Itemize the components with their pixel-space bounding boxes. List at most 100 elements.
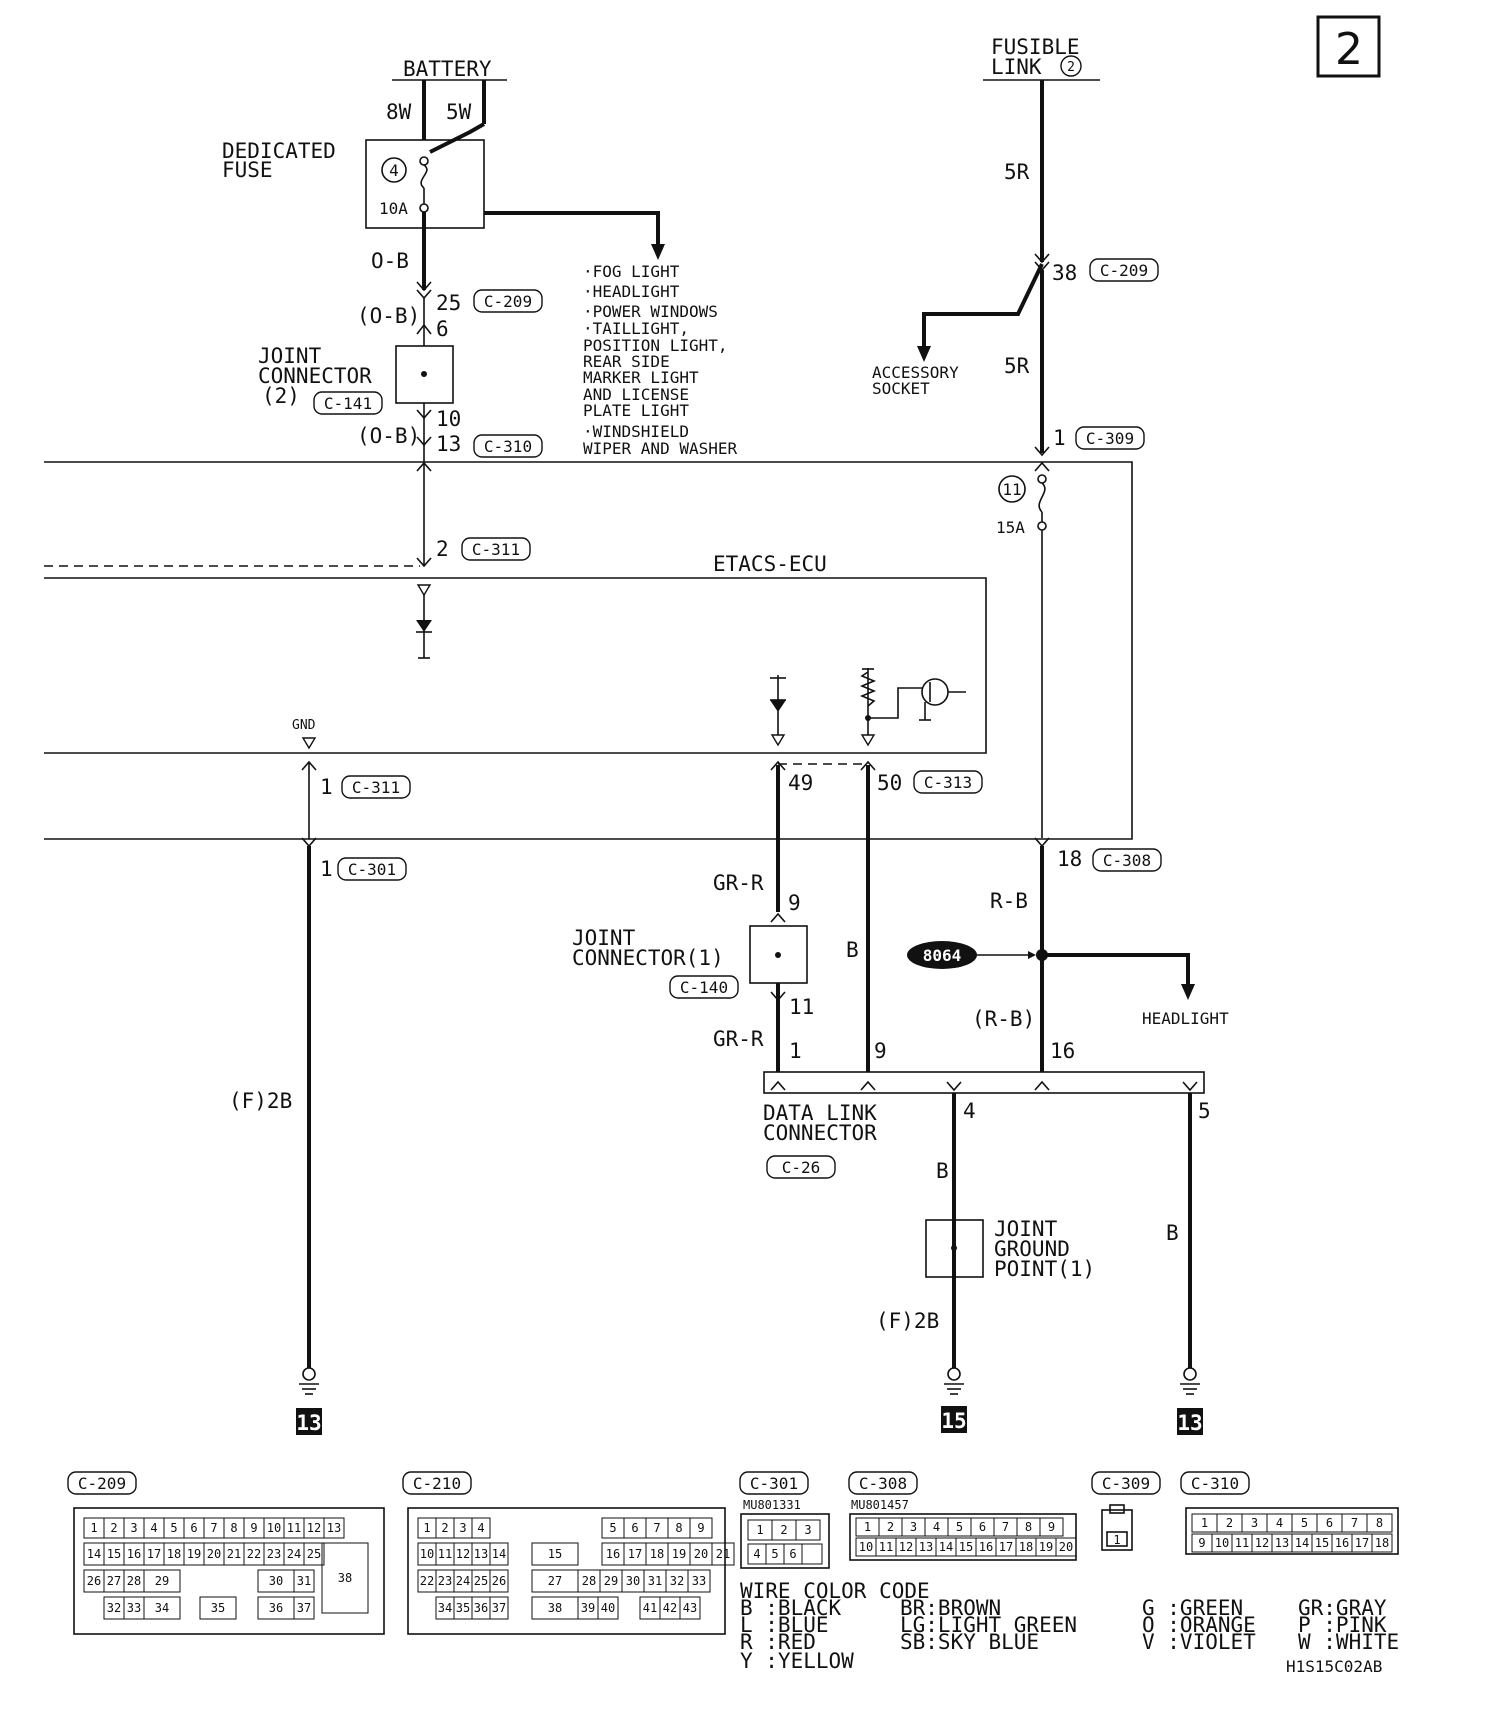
dlc-pin-5-mark <box>1182 1081 1198 1092</box>
conn-c311-b: C-311 <box>352 778 400 797</box>
connector-pin-label: 8 <box>1025 1520 1032 1534</box>
connector-pin-label: 6 <box>979 1520 986 1534</box>
connector-pin-cell <box>323 1517 345 1539</box>
pin-13: 13 <box>436 432 461 456</box>
gnd-label: GND <box>292 718 316 733</box>
connector-pin-cell <box>321 1542 369 1614</box>
connector-pin-label: 5 <box>170 1521 177 1535</box>
connector-pin-label: 42 <box>663 1601 677 1615</box>
connector-pin-label: 17 <box>999 1540 1013 1554</box>
conn-c309: C-309 <box>1086 429 1134 448</box>
connector-pin-label: 38 <box>548 1601 562 1615</box>
page-number-box <box>1316 15 1381 78</box>
pin-10: 10 <box>436 407 461 431</box>
wcc-entry: P :PINK <box>1298 1613 1387 1637</box>
arrow-accessory <box>917 346 931 362</box>
wire-label-grr1: GR-R <box>713 871 764 895</box>
pin-mark-11-jc <box>770 991 786 1002</box>
pin-mark-50 <box>860 760 876 771</box>
connector-pin-label: 4 <box>150 1521 157 1535</box>
jgp-label-2: GROUND <box>994 1237 1070 1261</box>
wire-label-rb: R-B <box>990 889 1028 913</box>
dlc-pin-16-mark <box>1034 1080 1050 1091</box>
connector-pin-label: 10 <box>1215 1536 1229 1550</box>
connector-pin-label: 15 <box>107 1547 121 1561</box>
cv-c210-body <box>407 1507 726 1635</box>
conn-c141-tag <box>313 391 383 415</box>
etacs-input-triangle <box>416 584 432 597</box>
pin-mark-13 <box>416 436 432 447</box>
conn-c311-tag-a <box>461 537 531 561</box>
cv-c309-pin: 1 <box>1113 1533 1120 1547</box>
dedicated-fuse-label-2: FUSE <box>222 158 273 182</box>
conn-c26-tag <box>766 1155 836 1179</box>
load-item: ·TAILLIGHT, <box>583 319 689 338</box>
pin-mark-6 <box>416 323 432 335</box>
connector-pin-label: 3 <box>130 1521 137 1535</box>
conn-c308-tag <box>1092 848 1162 872</box>
fusible-link-label-2: LINK <box>991 55 1042 79</box>
pin-6: 6 <box>436 317 449 341</box>
connector-pin-label: 23 <box>438 1574 452 1588</box>
connector-pin-cell <box>597 1596 619 1620</box>
conn-c209-tag-b <box>1089 258 1159 282</box>
connector-pin-label: 21 <box>716 1547 730 1561</box>
connector-pin-cell <box>531 1542 579 1566</box>
cv-c309-name: C-309 <box>1102 1474 1150 1493</box>
connector-pin-label: 1 <box>864 1520 871 1534</box>
ecu-50-triangle <box>860 734 876 747</box>
ground-symbol-13b <box>1177 1367 1203 1435</box>
ecu-50-resistor <box>859 671 877 707</box>
connector-pin-label: 2 <box>1226 1516 1233 1530</box>
dlc-label-2: CONNECTOR <box>763 1121 877 1145</box>
load-item: ·FOG LIGHT <box>583 262 680 281</box>
load-item: POSITION LIGHT, <box>583 336 728 355</box>
cv-c310-body <box>1185 1507 1399 1555</box>
wire-label-ob3: (O-B) <box>357 424 420 448</box>
conn-c301: C-301 <box>348 860 396 879</box>
connector-pin-label: 3 <box>1251 1516 1258 1530</box>
connector-pin-label: 26 <box>492 1574 506 1588</box>
connector-pin-label: 7 <box>653 1521 660 1535</box>
wcc-entry: O :ORANGE <box>1142 1613 1256 1637</box>
connector-pin-label: 20 <box>207 1547 221 1561</box>
fuse-4-bottom-terminal <box>419 203 429 213</box>
fuse-11-number: 11 <box>1002 480 1021 499</box>
connector-pin-label: 18 <box>650 1547 664 1561</box>
cv-c309-latch <box>1109 1504 1125 1514</box>
connector-pin-label: 11 <box>879 1540 893 1554</box>
pin-49: 49 <box>788 771 813 795</box>
splice-8064: 8064 <box>923 946 962 965</box>
wire-label-5r-a: 5R <box>1004 160 1030 184</box>
conn-c313: C-313 <box>924 773 972 792</box>
connector-pin-label: 13 <box>327 1521 341 1535</box>
pin-mark-1-309 <box>1034 446 1050 457</box>
connector-pin-label: 14 <box>1295 1536 1309 1550</box>
connector-pin-label: 1 <box>1201 1516 1208 1530</box>
connector-pin-label: 32 <box>670 1574 684 1588</box>
connector-pin-label: 19 <box>672 1547 686 1561</box>
conn-c309-tag <box>1075 426 1145 450</box>
connector-pin-label: 1 <box>756 1523 763 1537</box>
connector-pin-label: 21 <box>227 1547 241 1561</box>
connector-pin-label: 39 <box>581 1601 595 1615</box>
junction-block-outline <box>44 461 1133 840</box>
connector-pin-label: 32 <box>107 1601 121 1615</box>
connector-pin-label: 9 <box>697 1521 704 1535</box>
pin-16-dlc: 16 <box>1050 1039 1075 1063</box>
connector-pin-label: 29 <box>155 1574 169 1588</box>
connector-pin-label: 14 <box>87 1547 101 1561</box>
jc2-label-3: (2) <box>262 384 300 408</box>
connector-pin-cell <box>293 1569 315 1593</box>
conn-c140: C-140 <box>680 978 728 997</box>
wcc-entry: Y :YELLOW <box>740 1649 854 1673</box>
cv-c308-name: C-308 <box>859 1474 907 1493</box>
cv-c308-tag <box>848 1471 918 1495</box>
connector-pin-cell <box>489 1542 509 1566</box>
fusible-link-num: 2 <box>1067 60 1075 75</box>
fuse-4-circle <box>381 157 407 183</box>
connector-pin-cell <box>471 1517 491 1539</box>
wire-accessory-branch <box>922 263 1044 348</box>
